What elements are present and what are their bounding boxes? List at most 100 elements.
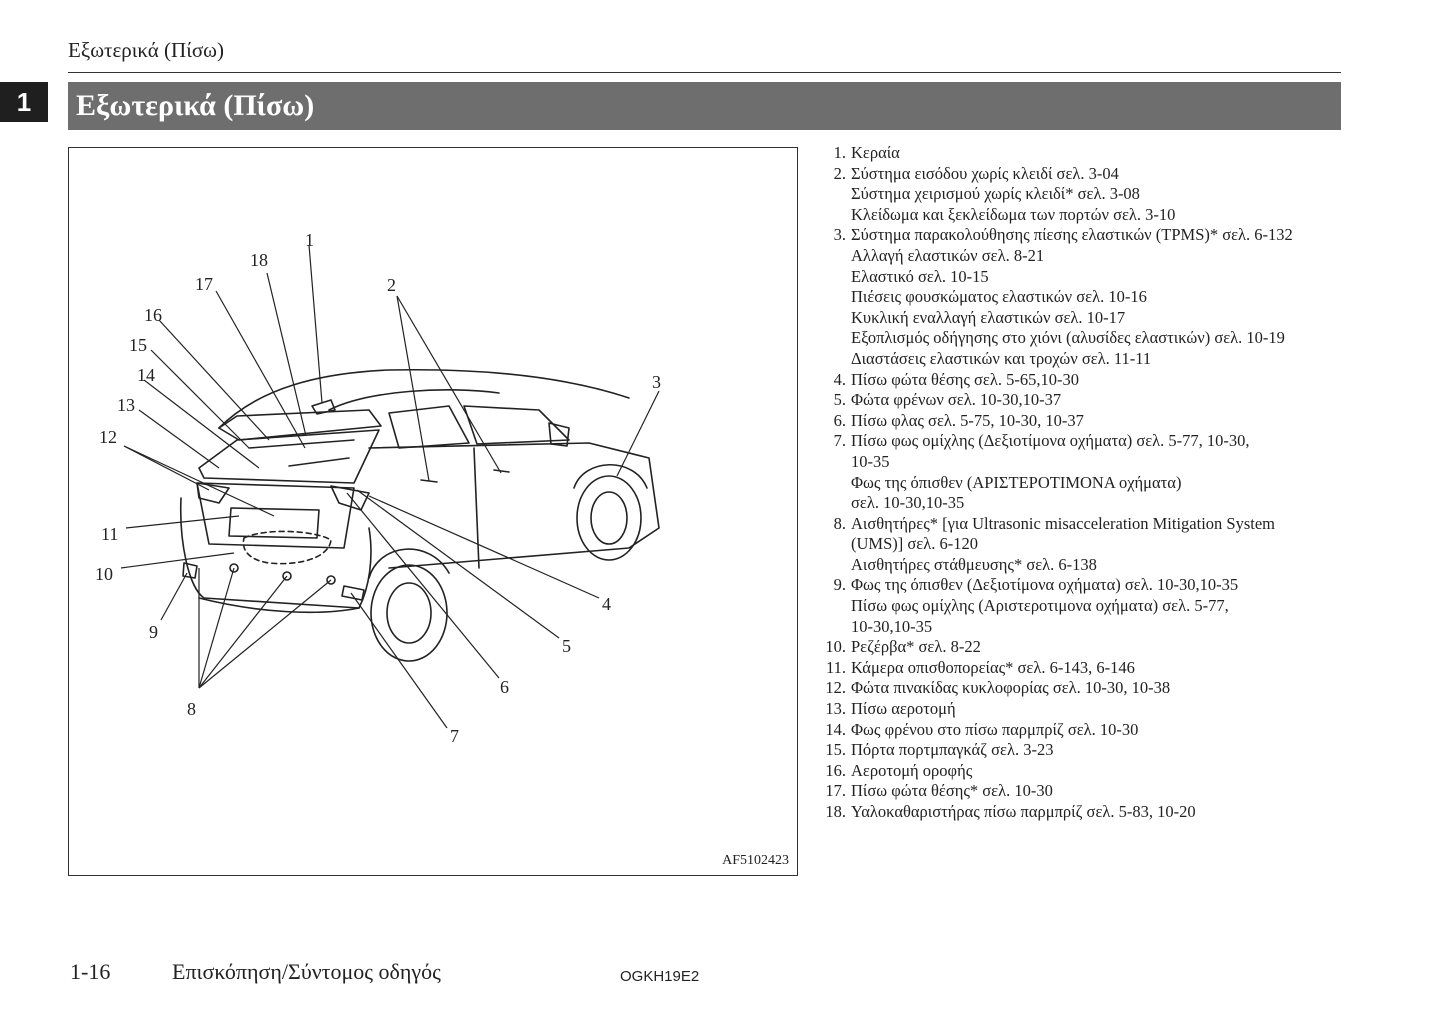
legend-number: 1. xyxy=(833,143,846,162)
legend-line: Κάμερα οπισθοπορείας* σελ. 6-143, 6-146 xyxy=(851,657,1135,677)
sensor-2 xyxy=(282,571,292,581)
legend-line: Φώτα φρένων σελ. 10-30,10-37 xyxy=(851,390,1062,410)
legend-line: Πίσω αεροτομή xyxy=(851,699,956,719)
legend-number: 6. xyxy=(833,410,846,430)
legend-item: 13.Πίσω αεροτομή xyxy=(812,699,1372,720)
legend-number: 4. xyxy=(833,369,846,389)
legend-line: Αλλαγή ελαστικών σελ. 8-21 xyxy=(851,245,1045,265)
legend-line: Πίσω φως ομίχλης (Αριστεροτιμονα οχήματα… xyxy=(851,596,1229,616)
callout-7: 7 xyxy=(450,726,459,746)
legend-line: Αισθητήρες* [για Ultrasonic misaccelerat… xyxy=(851,513,1275,533)
legend-line: Ρεζέρβα* σελ. 8-22 xyxy=(851,637,981,657)
legend-line: σελ. 10-30,10-35 xyxy=(851,493,965,513)
tailgate xyxy=(196,482,355,549)
callout-10: 10 xyxy=(95,564,113,584)
legend-line: Κεραία xyxy=(851,143,900,162)
legend-item: 6.Πίσω φλας σελ. 5-75, 10-30, 10-37 xyxy=(812,411,1372,432)
legend-line: Εξοπλισμός οδήγησης στο χιόνι (αλυσίδες … xyxy=(851,328,1285,348)
door-handle-right xyxy=(493,469,510,473)
right-rear-lamp-lower xyxy=(341,585,365,601)
legend-line: Διαστάσεις ελαστικών και τροχών σελ. 11-… xyxy=(851,348,1152,368)
car-rear-illustration: 1 2 3 4 5 6 7 8 9 10 11 12 13 14 15 16 1… xyxy=(95,230,661,746)
front-wheel-hub xyxy=(590,491,628,545)
callout-8: 8 xyxy=(187,699,196,719)
legend-line: Σύστημα παρακολούθησης πίεσης ελαστικών … xyxy=(851,225,1293,245)
legend-line: Κλείδωμα και ξεκλείδωμα των πορτών σελ. … xyxy=(851,204,1176,224)
roof-outline xyxy=(218,368,630,429)
section-title: Εξωτερικά (Πίσω) xyxy=(68,82,1341,130)
running-header: Εξωτερικά (Πίσω) xyxy=(68,38,224,62)
callout-13: 13 xyxy=(117,395,135,415)
legend-item: 16.Αεροτομή οροφής xyxy=(812,761,1372,782)
legend-number: 5. xyxy=(833,390,846,410)
front-wheel xyxy=(576,475,642,561)
legend-line: 10-35 xyxy=(851,451,890,471)
legend-item: 5.Φώτα φρένων σελ. 10-30,10-37 xyxy=(812,390,1372,411)
rear-bumper xyxy=(179,497,372,609)
antenna xyxy=(311,399,336,415)
legend-item: 9.Φως της όπισθεν (Δεξιοτίμονα οχήματα) … xyxy=(812,575,1372,637)
legend-number: 13. xyxy=(825,699,846,719)
doc-code: OGKH19E2 xyxy=(620,968,700,985)
callout-1: 1 xyxy=(305,230,314,250)
callout-4: 4 xyxy=(602,594,611,614)
callout-2: 2 xyxy=(387,275,396,295)
legend-item: 18.Υαλοκαθαριστήρας πίσω παρμπρίζ σελ. 5… xyxy=(812,802,1372,823)
callout-16: 16 xyxy=(144,305,162,325)
legend-line: Κυκλική εναλλαγή ελαστικών σελ. 10-17 xyxy=(851,307,1126,327)
legend-line: Φώτα πινακίδας κυκλοφορίας σελ. 10-30, 1… xyxy=(851,678,1171,698)
legend-line: Σύστημα εισόδου χωρίς κλειδί σελ. 3-04 xyxy=(851,163,1119,183)
callout-14: 14 xyxy=(137,365,155,385)
car-rear-figure: 1 2 3 4 5 6 7 8 9 10 11 12 13 14 15 16 1… xyxy=(68,147,798,876)
legend-number: 7. xyxy=(833,431,846,451)
legend-item: 2.Σύστημα εισόδου χωρίς κλειδί σελ. 3-04… xyxy=(812,164,1372,226)
front-wheel-arch xyxy=(573,464,648,489)
legend-item: 15.Πόρτα πορτμπαγκάζ σελ. 3-23 xyxy=(812,740,1372,761)
legend-item: 4.Πίσω φώτα θέσης σελ. 5-65,10-30 xyxy=(812,370,1372,391)
callout-9: 9 xyxy=(149,622,158,642)
legend-number: 14. xyxy=(825,719,846,739)
rear-window xyxy=(198,429,380,484)
legend-line: Πίσω φώτα θέσης σελ. 5-65,10-30 xyxy=(851,369,1079,389)
rear-wheel-hub xyxy=(386,582,432,644)
plate-recess xyxy=(228,507,320,539)
legend-item: 7.Πίσω φως ομίχλης (Δεξιοτίμονα οχήματα)… xyxy=(812,431,1372,513)
legend-item: 17.Πίσω φώτα θέσης* σελ. 10-30 xyxy=(812,781,1372,802)
callout-17: 17 xyxy=(195,274,213,294)
roof-spoiler xyxy=(218,409,382,441)
callout-6: 6 xyxy=(500,677,509,697)
callout-5: 5 xyxy=(562,636,571,656)
legend-number: 10. xyxy=(825,637,846,657)
callout-18: 18 xyxy=(250,250,268,270)
legend-line: Σύστημα χειρισμού χωρίς κλειδί* σελ. 3-0… xyxy=(851,184,1140,204)
legend-item: 14.Φως φρένου στο πίσω παρμπρίζ σελ. 10-… xyxy=(812,720,1372,741)
high-stop-lamp xyxy=(248,439,355,449)
footer-title: Επισκόπηση/Σύντομος οδηγός xyxy=(172,959,441,984)
right-tail-lamp xyxy=(330,485,370,511)
header-rule xyxy=(68,72,1341,73)
legend-item: 8.Αισθητήρες* [για Ultrasonic misacceler… xyxy=(812,514,1372,576)
side-window-front xyxy=(463,405,570,445)
legend-number: 16. xyxy=(825,760,846,780)
legend-line: Φως της όπισθεν (Δεξιοτίμονα οχήματα) σε… xyxy=(851,575,1239,595)
legend-number: 8. xyxy=(833,513,846,533)
door-line xyxy=(473,447,480,569)
legend-line: Ελαστικό σελ. 10-15 xyxy=(851,266,989,286)
mirror xyxy=(548,422,570,447)
legend-item: 12.Φώτα πινακίδας κυκλοφορίας σελ. 10-30… xyxy=(812,678,1372,699)
legend-item: 10.Ρεζέρβα* σελ. 8-22 xyxy=(812,637,1372,658)
spare-tire xyxy=(242,530,332,565)
side-window-rear xyxy=(388,405,470,449)
legend-line: Πόρτα πορτμπαγκάζ σελ. 3-23 xyxy=(851,740,1054,760)
bumper-lower xyxy=(198,597,360,614)
sensor-3 xyxy=(326,575,336,585)
legend-line: Φως της όπισθεν (ΑΡΙΣΤΕΡΟΤΙΜΟΝΑ οχήματα) xyxy=(851,472,1182,492)
chapter-tab: 1 xyxy=(0,82,48,122)
legend-line: 10-30,10-35 xyxy=(851,616,933,636)
wiper xyxy=(288,457,350,467)
legend-line: Πίσω φλας σελ. 5-75, 10-30, 10-37 xyxy=(851,410,1084,430)
rear-wheel xyxy=(370,564,448,662)
sensor-1 xyxy=(229,563,239,573)
legend-line: Πίσω φως ομίχλης (Δεξιοτίμονα οχήματα) σ… xyxy=(851,431,1250,451)
legend-number: 3. xyxy=(833,225,846,245)
